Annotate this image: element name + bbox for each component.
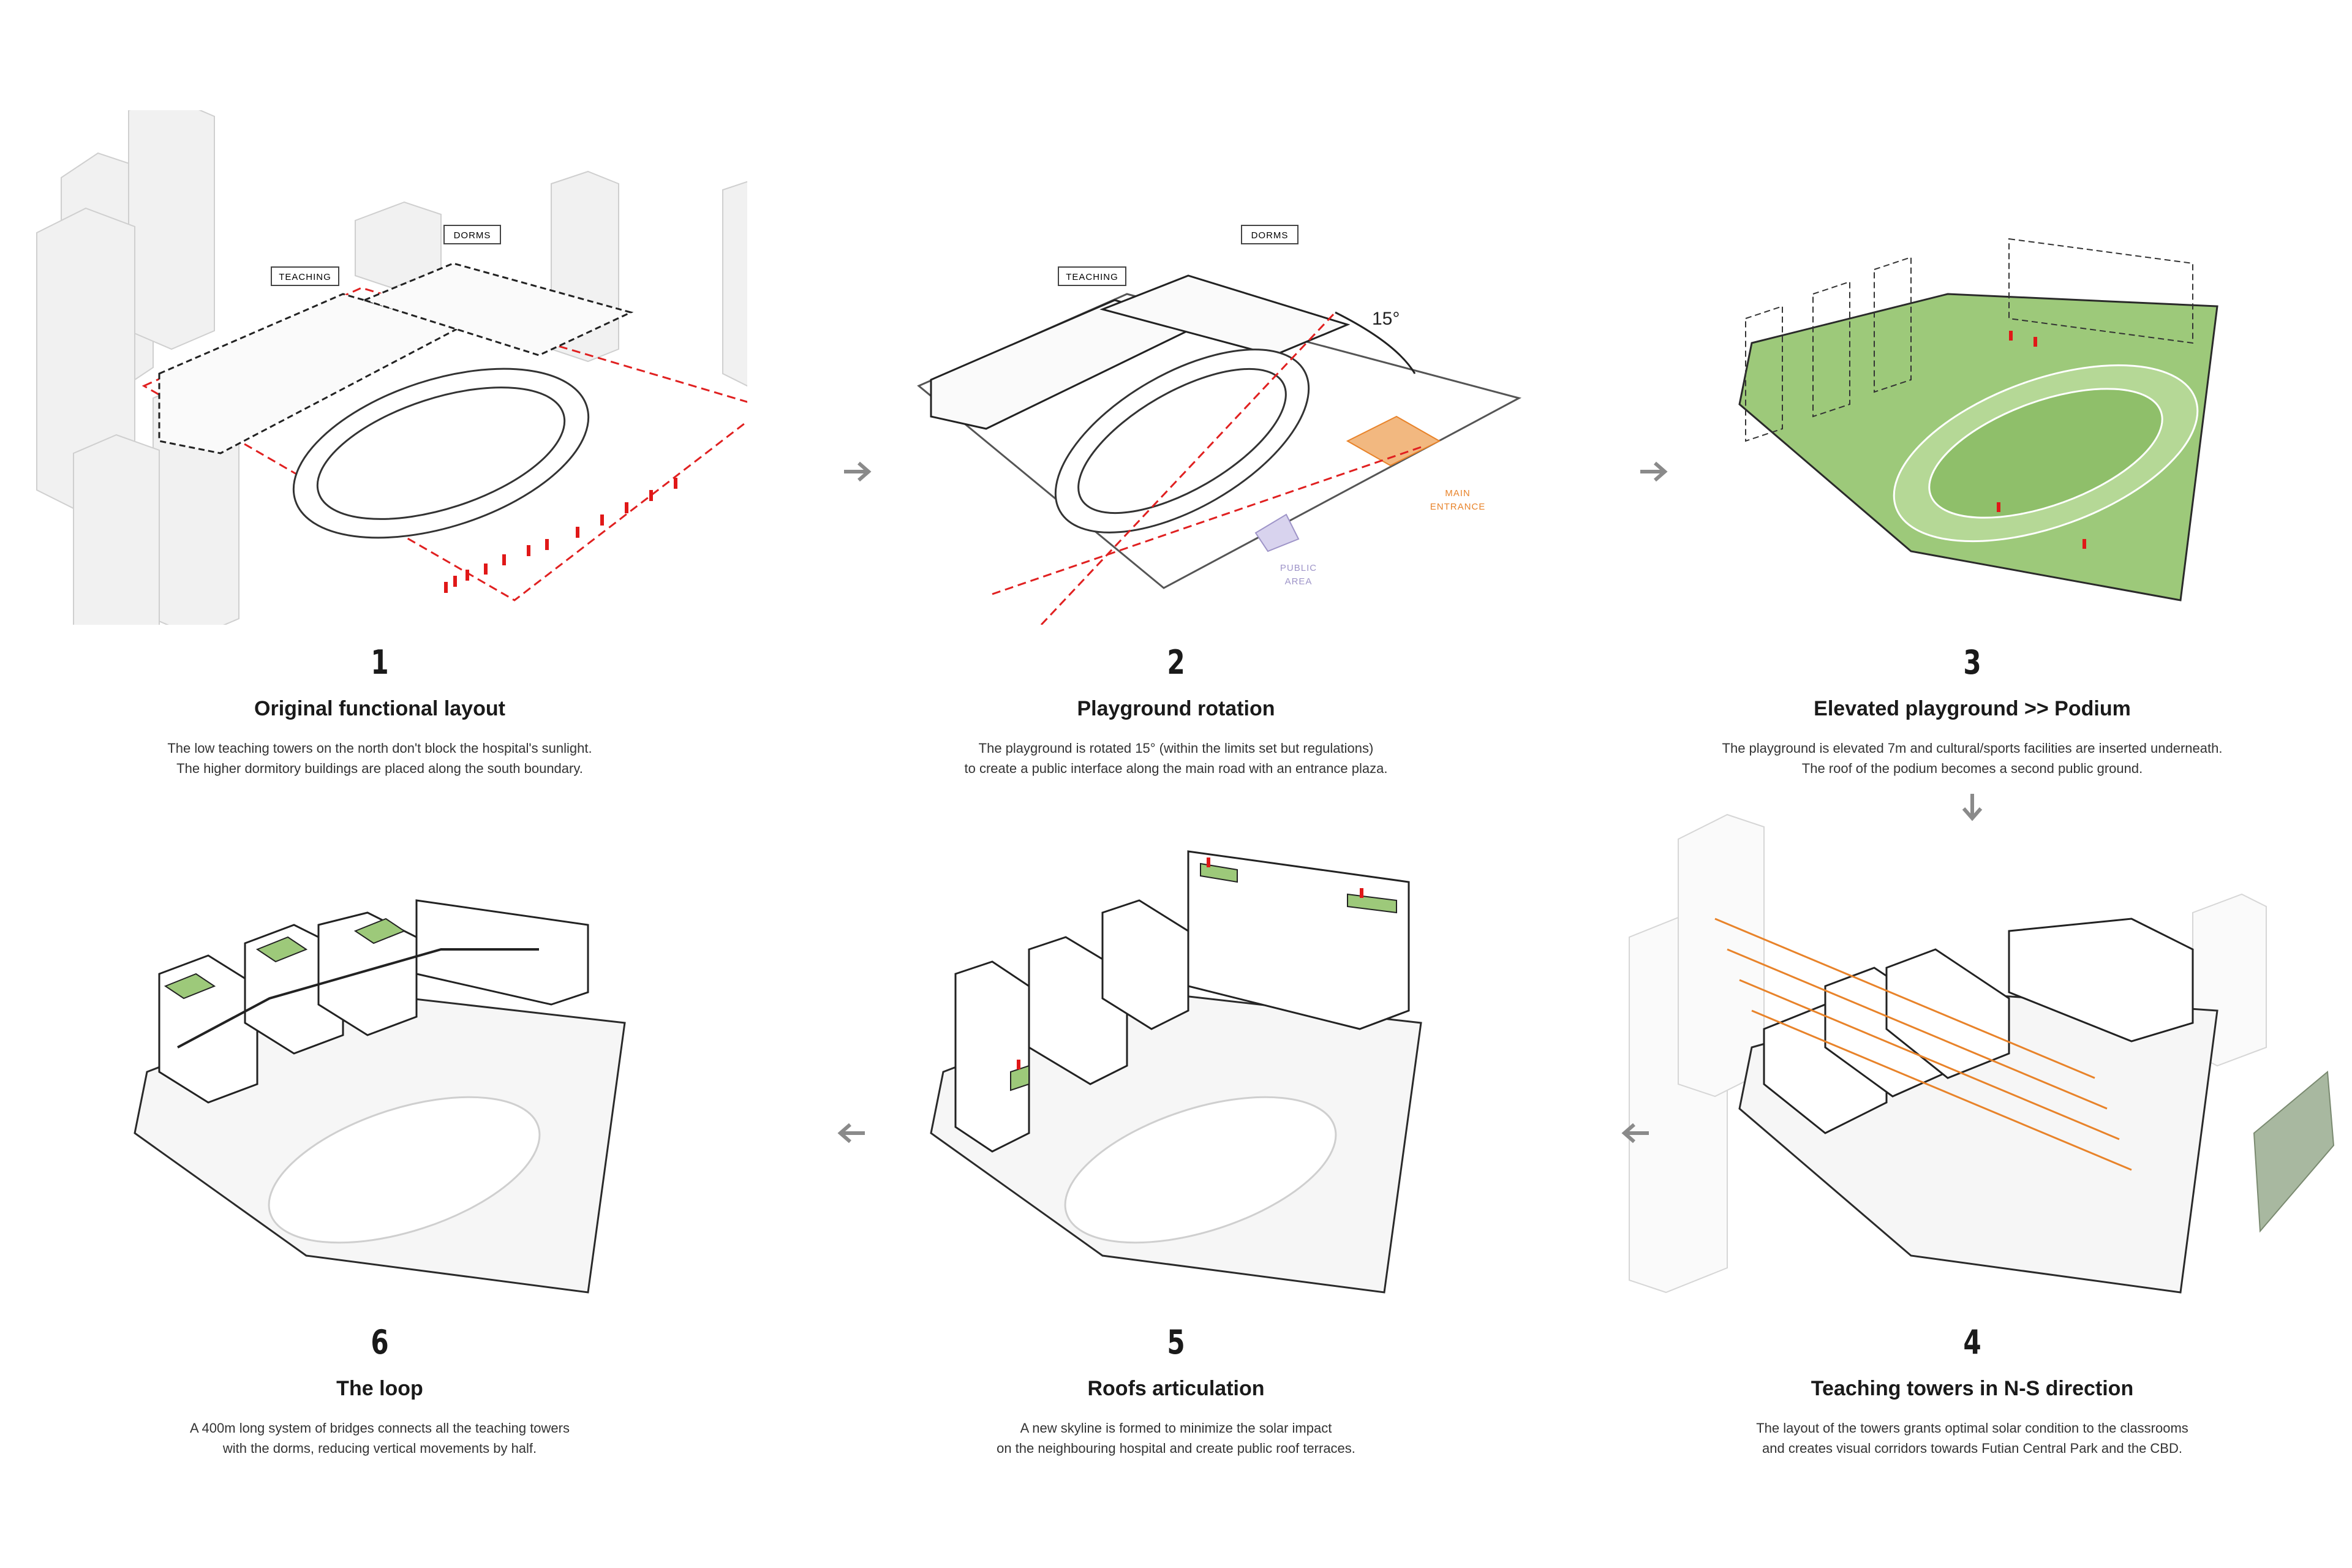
step-4-panel: 4 Teaching towers in N-S direction The l… — [1605, 790, 2340, 1488]
arrow-right-icon — [844, 461, 872, 482]
teaching-towers — [954, 850, 1410, 1153]
football-field — [1928, 388, 2163, 519]
svg-text:TEACHING: TEACHING — [279, 272, 331, 282]
step-number: 4 — [1963, 1323, 1981, 1362]
step-description: A 400m long system of bridges connects a… — [189, 1420, 570, 1456]
svg-text:TEACHING: TEACHING — [1066, 272, 1118, 282]
step-6-diagram — [134, 899, 626, 1294]
rotated-running-track — [1054, 349, 1310, 533]
arrow-left-icon — [837, 1123, 865, 1144]
bridge-loop — [177, 948, 539, 1049]
svg-text:AREA: AREA — [1285, 576, 1313, 587]
step-description: The layout of the towers grants optimal … — [1756, 1420, 2188, 1456]
public-area — [1254, 513, 1300, 552]
step-3-diagram — [1738, 238, 2218, 601]
svg-text:DORMS: DORMS — [1251, 230, 1289, 241]
svg-text:ENTRANCE: ENTRANCE — [1430, 502, 1486, 512]
entrance-plaza — [1346, 415, 1441, 467]
step-5-panel: 5 Roofs articulation A new skyline is fo… — [809, 790, 1544, 1488]
teaching-zone — [158, 293, 462, 454]
teaching-zone — [930, 299, 1204, 430]
step-title: The loop — [336, 1377, 423, 1400]
rotation-axis — [1040, 311, 1336, 625]
step-title: Elevated playground >> Podium — [1814, 697, 2131, 720]
angle-label: 15° — [1372, 309, 1400, 329]
step-description: The playground is elevated 7m and cultur… — [1722, 741, 2223, 776]
dorms-label: DORMS — [443, 225, 501, 244]
park-view — [2253, 1071, 2335, 1233]
angle-arc — [1335, 311, 1416, 374]
step-title: Teaching towers in N-S direction — [1811, 1377, 2134, 1400]
original-axis — [992, 446, 1422, 595]
step-title: Roofs articulation — [1087, 1377, 1265, 1400]
svg-text:MAIN: MAIN — [1445, 488, 1471, 499]
arrow-down-icon — [1962, 794, 1983, 821]
people-markers — [1017, 858, 1363, 1069]
public-area-label: PUBLIC AREA — [1280, 563, 1317, 587]
step-2-panel: 15° TEACHING DORMS MAIN ENTRANCE PUBLIC … — [809, 110, 1544, 809]
context-buildings — [36, 110, 747, 625]
dorms-label: DORMS — [1241, 225, 1298, 244]
arrow-left-icon — [1621, 1123, 1649, 1144]
step-description: The playground is rotated 15° (within th… — [964, 741, 1388, 776]
svg-text:DORMS: DORMS — [454, 230, 491, 241]
step-1-panel: TEACHING DORMS 1 Original functional lay… — [12, 110, 747, 809]
step-title: Original functional layout — [254, 697, 505, 720]
people-markers — [444, 478, 677, 593]
step-number: 5 — [1167, 1323, 1185, 1362]
step-number: 2 — [1167, 643, 1185, 682]
step-number: 3 — [1963, 643, 1981, 682]
step-number: 6 — [371, 1323, 389, 1362]
running-track — [1064, 1096, 1337, 1244]
step-1-diagram: TEACHING DORMS — [36, 110, 747, 625]
step-4-diagram — [1629, 813, 2335, 1294]
step-2-diagram: 15° TEACHING DORMS MAIN ENTRANCE PUBLIC … — [917, 225, 1522, 625]
svg-text:PUBLIC: PUBLIC — [1280, 563, 1317, 573]
teaching-label: TEACHING — [1058, 266, 1126, 286]
arrow-right-icon — [1640, 461, 1668, 482]
step-title: Playground rotation — [1077, 697, 1275, 720]
dorms-zone — [1099, 274, 1351, 356]
people-markers — [1997, 331, 2086, 549]
teaching-label: TEACHING — [271, 266, 339, 286]
dorms-zone — [361, 262, 634, 356]
roof-terraces — [1010, 862, 1397, 1091]
step-description: A new skyline is formed to minimize the … — [997, 1420, 1355, 1456]
running-track — [292, 368, 590, 539]
main-entrance-label: MAIN ENTRANCE — [1430, 488, 1486, 512]
running-track — [268, 1096, 541, 1244]
visual-corridors — [1714, 918, 2132, 1171]
step-description: The low teaching towers on the north don… — [167, 741, 592, 776]
step-3-panel: 3 Elevated playground >> Podium The play… — [1605, 110, 2340, 809]
future-volumes — [1745, 238, 2193, 442]
teaching-towers — [1763, 918, 2194, 1134]
step-6-panel: 6 The loop A 400m long system of bridges… — [12, 790, 747, 1488]
green-roofs — [164, 918, 406, 1000]
step-5-diagram — [930, 850, 1422, 1294]
step-number: 1 — [371, 643, 389, 682]
